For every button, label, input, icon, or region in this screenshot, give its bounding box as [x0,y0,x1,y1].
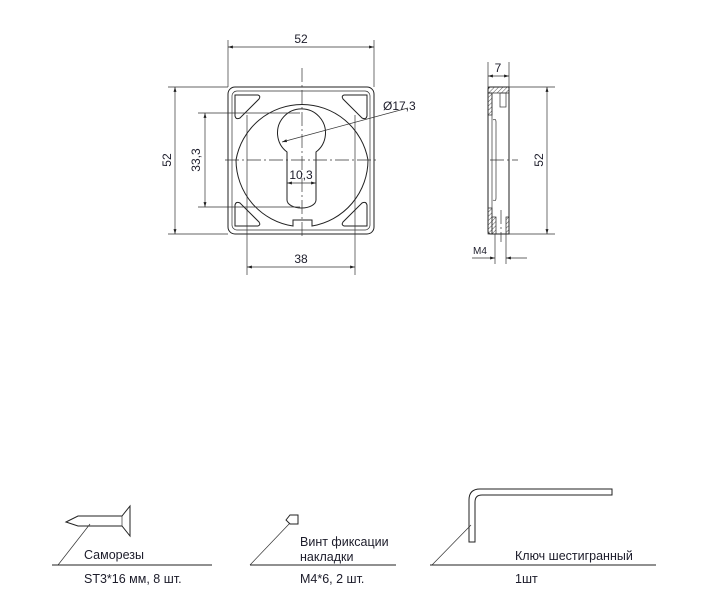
dim-face-width: 38 [294,252,308,266]
inner-plate-edge [231,90,371,231]
accessory-name-line2: накладки [300,550,353,564]
accessory-screws: Саморезы ST3*16 мм, 8 шт. [52,504,212,586]
accessory-hex-key: Ключ шестигранный 1шт [430,488,656,586]
corner-slot [341,94,368,120]
self-tapping-screw-icon [64,504,131,538]
dim-keyhole-height: 33,3 [189,148,203,172]
keyhole-cutout [277,108,326,209]
corner-slot [341,201,368,227]
dim-width: 52 [294,32,308,46]
dim-side-height: 52 [532,153,546,167]
corner-slot [234,201,261,227]
outer-plate [227,86,375,235]
accessory-spec: M4*6, 2 шт. [300,572,364,586]
dim-height: 52 [160,153,174,167]
accessory-name-line1: Винт фиксации [300,535,389,549]
rosette-circle [235,104,369,227]
dim-slot-width: 10,3 [289,168,313,182]
accessory-spec: ST3*16 мм, 8 шт. [84,572,182,586]
front-view: 52 52 33,3 10,3 Ø17,3 38 [160,32,416,275]
accessory-spec: 1шт [515,572,538,586]
corner-slot [234,94,261,120]
dim-thread: M4 [473,246,487,257]
dim-thickness: 7 [495,61,502,75]
dim-diameter: Ø17,3 [383,99,416,113]
accessory-set-screw: Винт фиксации накладки M4*6, 2 шт. [249,514,396,586]
hex-key-icon [468,488,613,543]
set-screw-icon [285,514,299,525]
accessory-name: Саморезы [84,548,144,562]
accessory-name: Ключ шестигранный [515,549,633,563]
side-view: 7 52 M4 [472,61,555,264]
